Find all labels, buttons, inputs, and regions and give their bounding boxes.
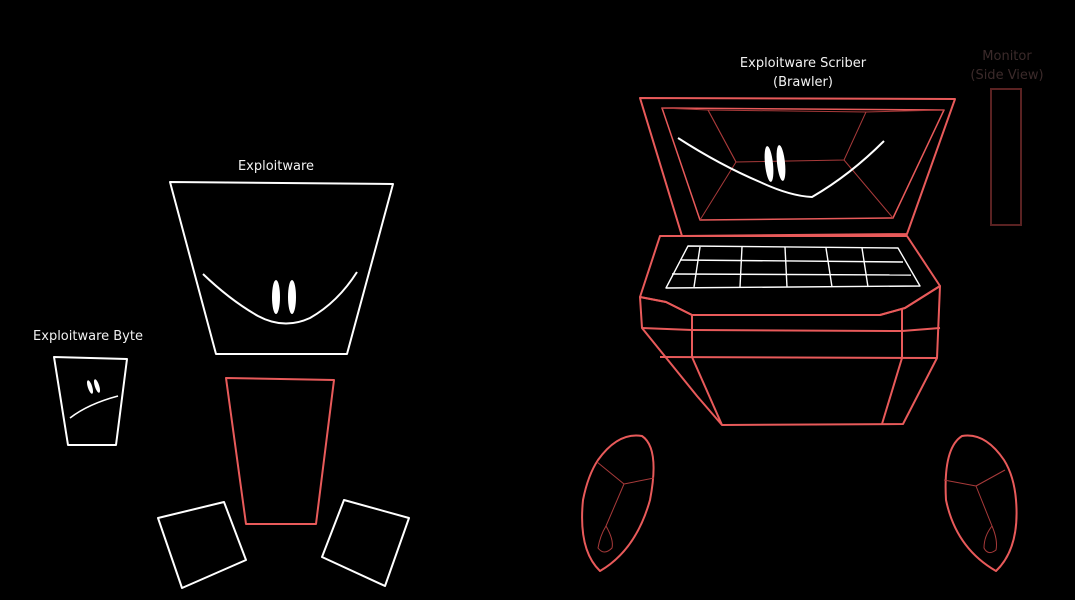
scriber-lid-outer [639,97,956,237]
scriber-body [639,285,941,426]
label-scriber-title: Exploitware Scriber [739,56,867,71]
label-exploitware-byte: Exploitware Byte [33,329,143,344]
label-scriber-subtitle: (Brawler) [773,75,833,90]
exploitware-byte-mouth [69,395,119,419]
scriber-left-eye [764,146,774,182]
exploitware-left-eye [272,280,280,314]
exploitware-byte-left-eye [86,380,94,394]
monitor-side-view [990,88,1022,226]
scriber-right-hand [943,434,1018,572]
exploitware-right-eye [288,280,296,314]
exploitware-body [225,377,335,525]
exploitware-byte-head [53,356,128,446]
scriber-figure [581,97,1018,572]
exploitware-byte-right-eye [93,379,101,393]
scriber-right-eye [776,145,786,181]
exploitware-mouth [202,271,358,325]
scriber-screen-perspective [661,107,945,221]
label-monitor: Monitor [982,49,1032,64]
label-monitor-side-view: (Side View) [970,68,1044,83]
exploitware-right-hand [321,499,410,587]
exploitware-figure [157,181,410,589]
scriber-left-hand [581,434,655,572]
scriber-lid-inner [661,107,945,221]
exploitware-left-hand [157,501,247,589]
exploitware-head [169,181,394,355]
label-exploitware: Exploitware [237,159,315,174]
exploitware-byte-figure [53,356,128,446]
scriber-mouth [677,137,885,198]
scriber-keyboard [665,245,921,289]
